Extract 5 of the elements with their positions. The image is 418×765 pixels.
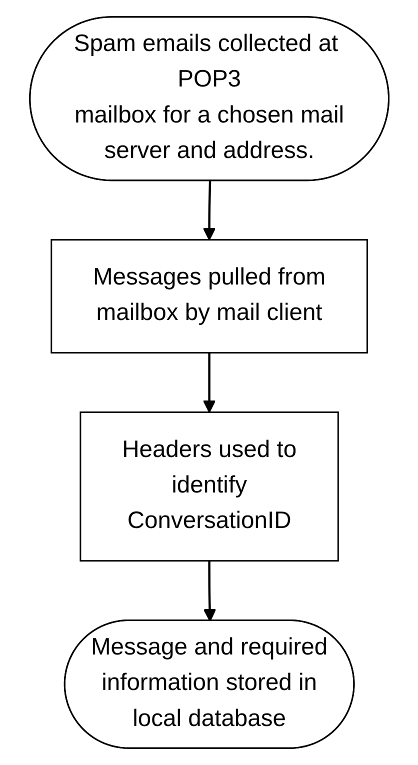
node-box: Headers used to identify ConversationID: [79, 411, 339, 562]
node-box: Messages pulled from mailbox by mail client: [50, 239, 368, 354]
arrow: [202, 352, 216, 413]
arrow: [202, 560, 216, 622]
arrow: [202, 181, 216, 240]
